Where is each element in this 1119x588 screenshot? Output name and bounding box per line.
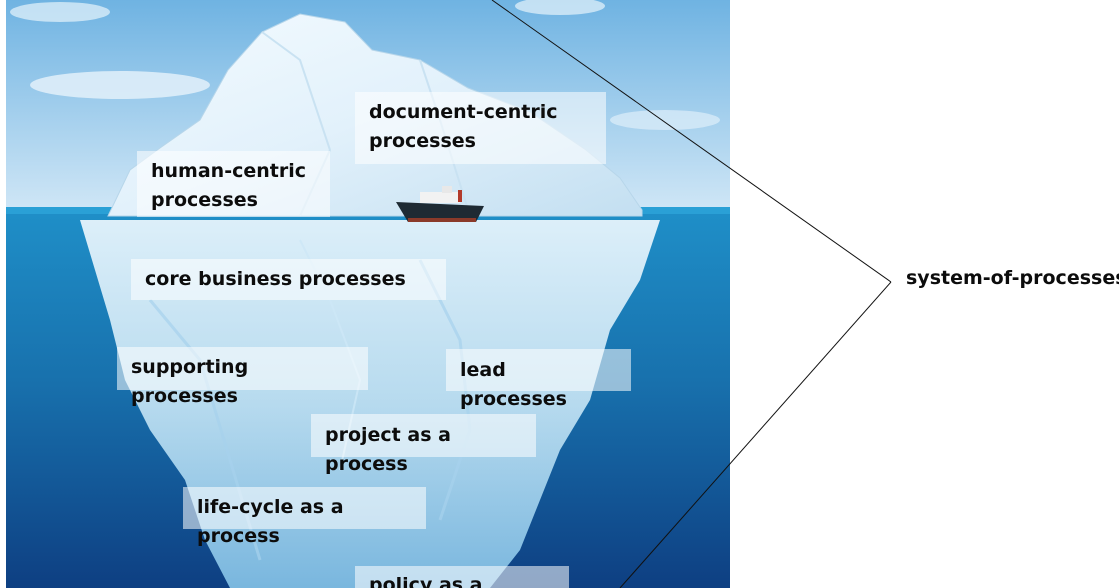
- cloud: [610, 110, 720, 130]
- bracket-line-top: [491, 0, 892, 283]
- label-document-centric-processes: document-centric processes: [355, 92, 606, 164]
- cloud: [515, 0, 605, 15]
- label-system-of-processes: system-of-processes: [906, 267, 1119, 289]
- ship-icon: [396, 186, 484, 222]
- label-lead-processes: lead processes: [446, 349, 631, 410]
- label-life-cycle-as-a-process: life-cycle as a process: [183, 487, 426, 547]
- label-supporting-processes: supporting processes: [117, 347, 368, 407]
- cloud: [30, 71, 210, 99]
- cloud: [10, 2, 110, 22]
- label-policy-as-a-process: policy as a process: [355, 566, 569, 588]
- label-core-business-processes: core business processes: [131, 259, 446, 300]
- bracket-line-bottom: [619, 281, 892, 588]
- label-human-centric-processes: human-centric processes: [137, 151, 330, 217]
- label-project-as-a-process: project as a process: [311, 414, 536, 475]
